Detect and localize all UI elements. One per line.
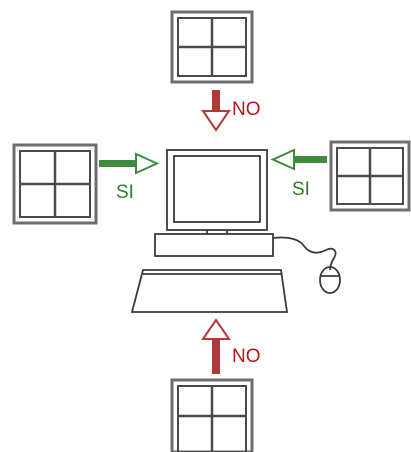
si-label-left: SI (116, 182, 134, 203)
window-left-icon (14, 145, 96, 223)
system-unit (155, 234, 273, 256)
no-label-bottom: NO (232, 346, 261, 367)
window-top-icon (172, 12, 252, 82)
mouse-cable (273, 237, 336, 270)
window-bottom-icon (172, 380, 252, 452)
window-right-icon (331, 142, 409, 210)
si-arrow-right (273, 150, 327, 169)
si-arrow-left (99, 154, 157, 173)
no-label-top: NO (232, 99, 261, 120)
monitor (167, 150, 267, 230)
desktop-computer-icon (132, 150, 340, 312)
no-arrow-top (203, 90, 229, 130)
keyboard (132, 270, 287, 312)
si-label-right: SI (292, 179, 310, 200)
no-arrow-bottom (203, 320, 229, 374)
monitor-screen (174, 156, 260, 222)
mouse (320, 267, 340, 293)
